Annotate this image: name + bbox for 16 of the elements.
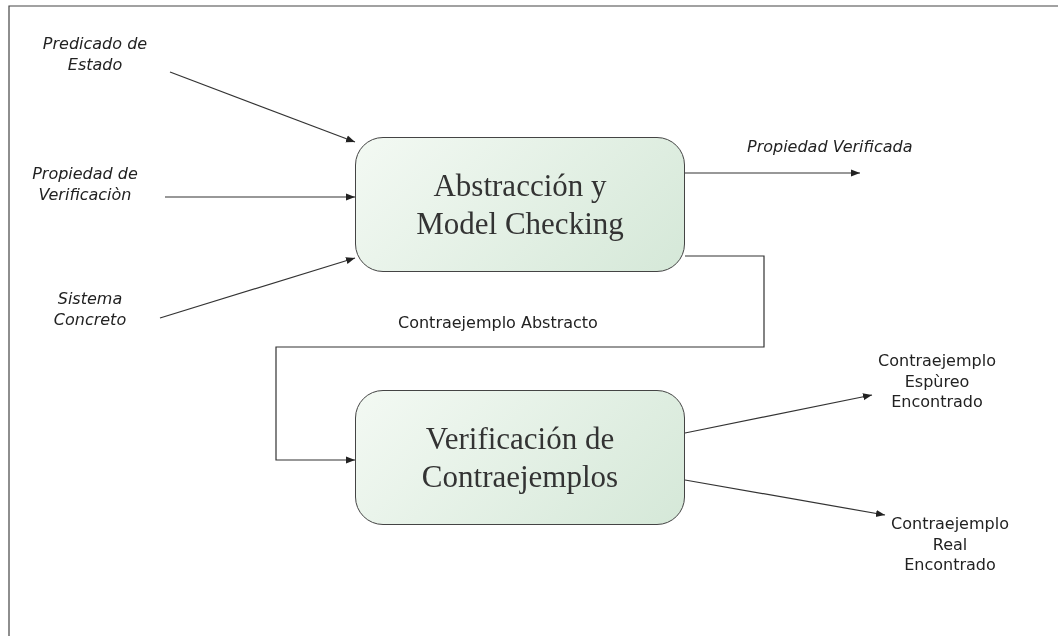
edge-label: Propiedad Verificada <box>745 137 915 156</box>
output-label: Contraejemplo Espùreo Encontrado <box>872 342 1002 422</box>
input-label: Sistema Concreto <box>20 285 160 335</box>
arrow <box>684 393 873 434</box>
input-label: Predicado de Estado <box>20 30 170 80</box>
process-box: Verificación de Contraejemplos <box>355 390 685 525</box>
edge-label: Contraejemplo Abstracto <box>396 313 600 332</box>
input-label: Propiedad de Verificaciòn <box>5 160 165 210</box>
arrow <box>684 169 861 177</box>
arrow <box>164 193 356 201</box>
arrow <box>169 71 356 143</box>
output-label: Contraejemplo Real Encontrado <box>885 505 1015 585</box>
arrow <box>275 255 765 464</box>
process-box: Abstracción y Model Checking <box>355 137 685 272</box>
arrow <box>159 257 356 319</box>
arrow <box>684 479 886 517</box>
